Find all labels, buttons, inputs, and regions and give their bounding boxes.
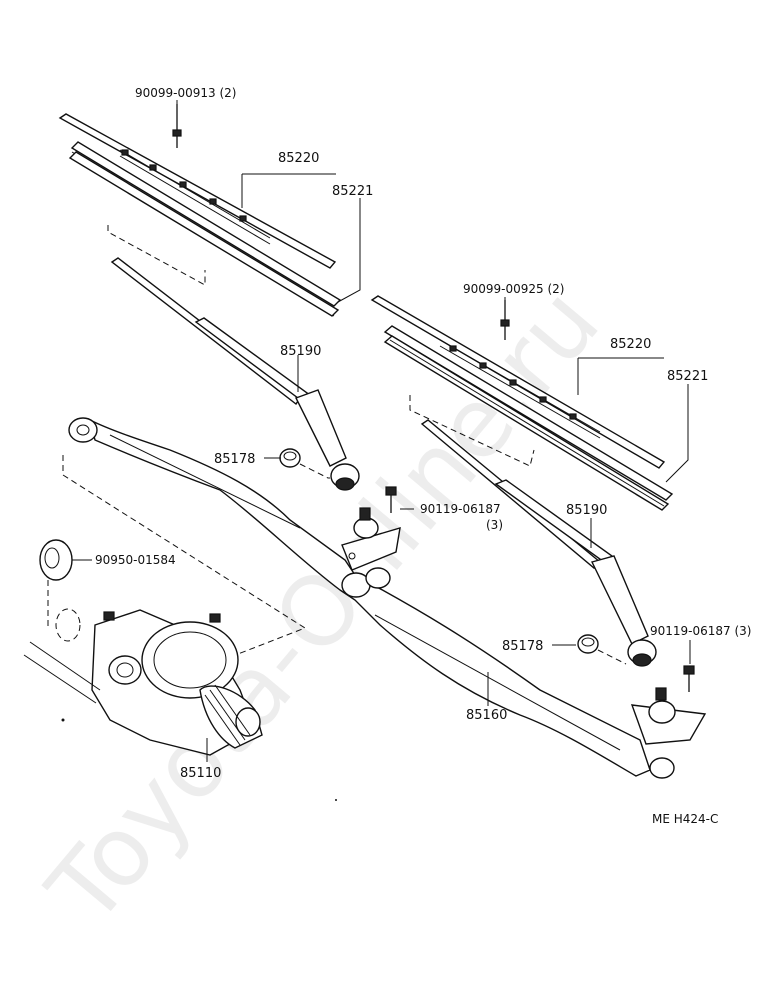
body-edge-lines bbox=[23, 641, 101, 704]
label-left-blade-assy: 85220 bbox=[278, 151, 319, 166]
left-wiper-blade bbox=[58, 113, 342, 317]
left-cap bbox=[279, 448, 330, 479]
right-blade-screw bbox=[500, 300, 510, 340]
label-right-blade-screw: 90099-00925 (2) bbox=[463, 282, 565, 296]
left-wiper-arm bbox=[110, 257, 360, 491]
right-blade-guide bbox=[409, 395, 535, 467]
label-right-cap: 85178 bbox=[502, 639, 543, 654]
leader-lines bbox=[72, 100, 691, 762]
speck bbox=[61, 718, 65, 722]
speck bbox=[335, 799, 337, 801]
label-left-arm: 85190 bbox=[280, 344, 321, 359]
label-motor: 85110 bbox=[180, 766, 221, 781]
linkage-rod bbox=[68, 417, 675, 779]
left-pivot-bolt bbox=[385, 486, 397, 513]
label-left-blade-refill: 85221 bbox=[332, 184, 373, 199]
right-wiper-arm bbox=[420, 419, 657, 667]
motor-to-link-guide bbox=[62, 455, 307, 655]
label-motor-plug: 90950-01584 bbox=[95, 553, 176, 567]
label-right-arm: 85190 bbox=[566, 503, 607, 518]
left-pivot bbox=[341, 507, 401, 571]
label-right-blade-assy: 85220 bbox=[610, 337, 651, 352]
label-left-cap: 85178 bbox=[214, 452, 255, 467]
wiper-motor bbox=[91, 609, 263, 756]
motor-plug bbox=[39, 539, 81, 642]
left-blade-screw bbox=[172, 104, 182, 148]
right-wiper-blade bbox=[370, 295, 674, 511]
diagram-code: ME H424-C bbox=[652, 812, 718, 826]
label-left-blade-screw: 90099-00913 (2) bbox=[135, 86, 237, 100]
right-pivot bbox=[630, 687, 707, 745]
label-link: 85160 bbox=[466, 708, 507, 723]
right-cap bbox=[577, 634, 627, 665]
label-right-pivot-bolt: 90119-06187 (3) bbox=[650, 624, 752, 638]
watermark: Toyota-Online.ru bbox=[26, 267, 621, 946]
left-blade-guide bbox=[107, 225, 206, 286]
label-left-pivot-bolt: 90119-06187 bbox=[420, 502, 501, 516]
label-left-pivot-bolt-qty: (3) bbox=[486, 518, 503, 532]
label-right-blade-refill: 85221 bbox=[667, 369, 708, 384]
right-pivot-bolt bbox=[683, 665, 695, 692]
